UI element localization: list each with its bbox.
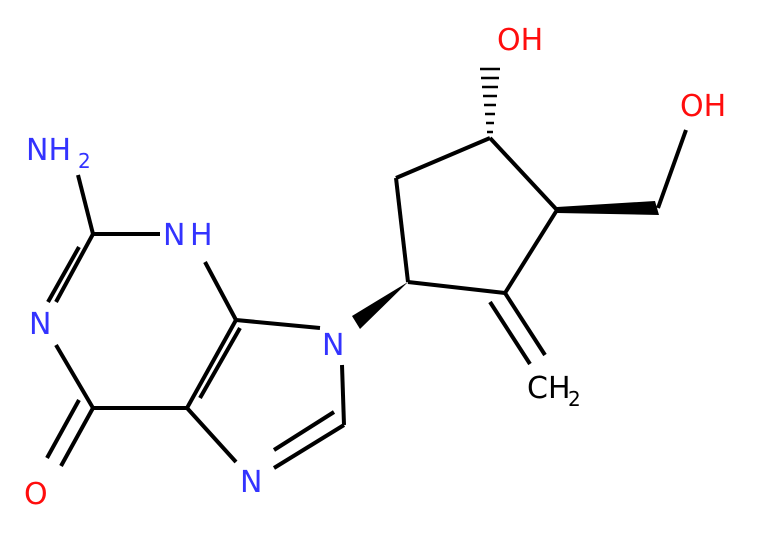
bond-n7-c5 bbox=[185, 406, 238, 464]
bond-c2-nh2 bbox=[76, 174, 95, 235]
bond-c4-n9 bbox=[235, 318, 321, 330]
bond-c4-c5 bbox=[503, 208, 559, 295]
bond-c8-n7-b bbox=[272, 410, 336, 452]
label-n3-h: H bbox=[190, 218, 213, 253]
hashed-wedge-c3-oh bbox=[480, 67, 500, 134]
bond-c8-n7-a bbox=[272, 423, 346, 470]
label-oxygen: O bbox=[24, 477, 48, 512]
bond-c2-c3 bbox=[395, 136, 491, 180]
bond-c6-oh bbox=[656, 129, 688, 209]
label-n1: N bbox=[29, 307, 51, 342]
label-amino: NH bbox=[26, 133, 71, 168]
label-n7: N bbox=[240, 465, 262, 500]
bond-c6-o-a bbox=[59, 407, 95, 467]
label-methylene-sub: 2 bbox=[568, 387, 581, 411]
label-amino-sub: 2 bbox=[78, 149, 91, 173]
bond-c3-c4 bbox=[488, 136, 559, 212]
bond-c5-c4-a bbox=[185, 319, 238, 409]
bond-c5-c1 bbox=[407, 280, 506, 295]
bond-c5-c4-b bbox=[198, 327, 242, 399]
label-methylene: CH bbox=[527, 371, 571, 406]
label-n3: N bbox=[163, 218, 185, 253]
bond-c6-o-b bbox=[45, 399, 81, 459]
label-oh-top: OH bbox=[497, 23, 543, 58]
bond-c5-ch2-a bbox=[503, 291, 547, 357]
wedge-c4-c6 bbox=[557, 201, 659, 215]
bond-c1-c2 bbox=[394, 177, 410, 283]
wedge-c1-n9 bbox=[352, 282, 408, 329]
bond-c2-n1-b bbox=[46, 246, 81, 303]
bond-c2-n1-a bbox=[54, 233, 95, 303]
bond-n1-c6 bbox=[54, 343, 95, 410]
label-n9: N bbox=[322, 328, 344, 363]
label-oh-right: OH bbox=[680, 89, 726, 124]
bond-c5-ch2-b bbox=[488, 300, 532, 366]
bond-n3-c4 bbox=[203, 261, 238, 321]
bond-n9-c8 bbox=[340, 364, 346, 426]
